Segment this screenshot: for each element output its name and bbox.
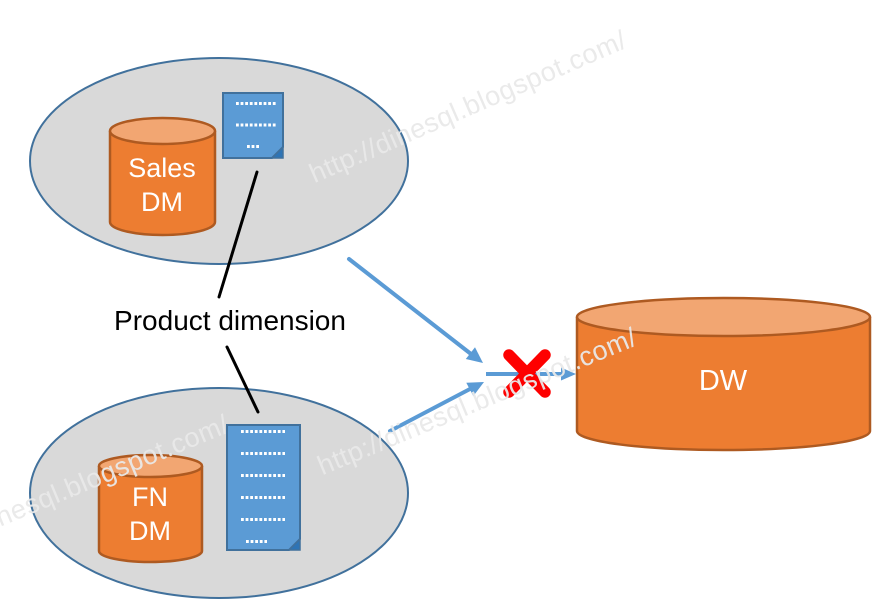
dw-label: DW (698, 365, 748, 397)
dw-cylinder-top (575, 296, 872, 338)
fn-dm-cylinder-body (97, 466, 204, 564)
document-dotted-text-lines (241, 430, 285, 543)
sales-dm-label-line1: Sales (128, 153, 196, 183)
sales-dm-cylinder-top (108, 116, 217, 146)
document-dotted-text-lines (236, 102, 276, 148)
document-folded-corner (287, 537, 301, 551)
arrowhead (561, 367, 576, 381)
sales-dm-to-dw-arrow (347, 257, 483, 363)
fn-dm-to-dw-arrow (388, 382, 484, 433)
sales-dimension-document-icon (222, 92, 284, 159)
red-cross-icon (503, 349, 551, 398)
sales-dm-label: Sales DM (102, 151, 222, 219)
arrowhead (466, 382, 484, 397)
sales-dm-cylinder (108, 116, 217, 237)
dw-cylinder (575, 296, 872, 452)
fn-dm-label-line2: DM (129, 516, 171, 546)
arrowhead (465, 347, 483, 363)
pointer-line-to-fn-dimension (225, 345, 260, 414)
fn-dm-cylinder-top (97, 453, 204, 479)
product-dimension-label: Product dimension (114, 305, 346, 336)
fn-dm-cylinder (97, 453, 204, 564)
fn-dm-label: FN DM (90, 480, 210, 548)
document-folded-corner (270, 145, 284, 159)
sales-dm-label-line2: DM (141, 187, 183, 217)
fn-dm-label-line1: FN (132, 482, 168, 512)
fn-dimension-document-icon (226, 424, 301, 551)
sales-dm-cylinder-body (108, 131, 217, 237)
dw-cylinder-body (575, 317, 872, 452)
pointer-line-to-sales-dimension (217, 170, 259, 299)
